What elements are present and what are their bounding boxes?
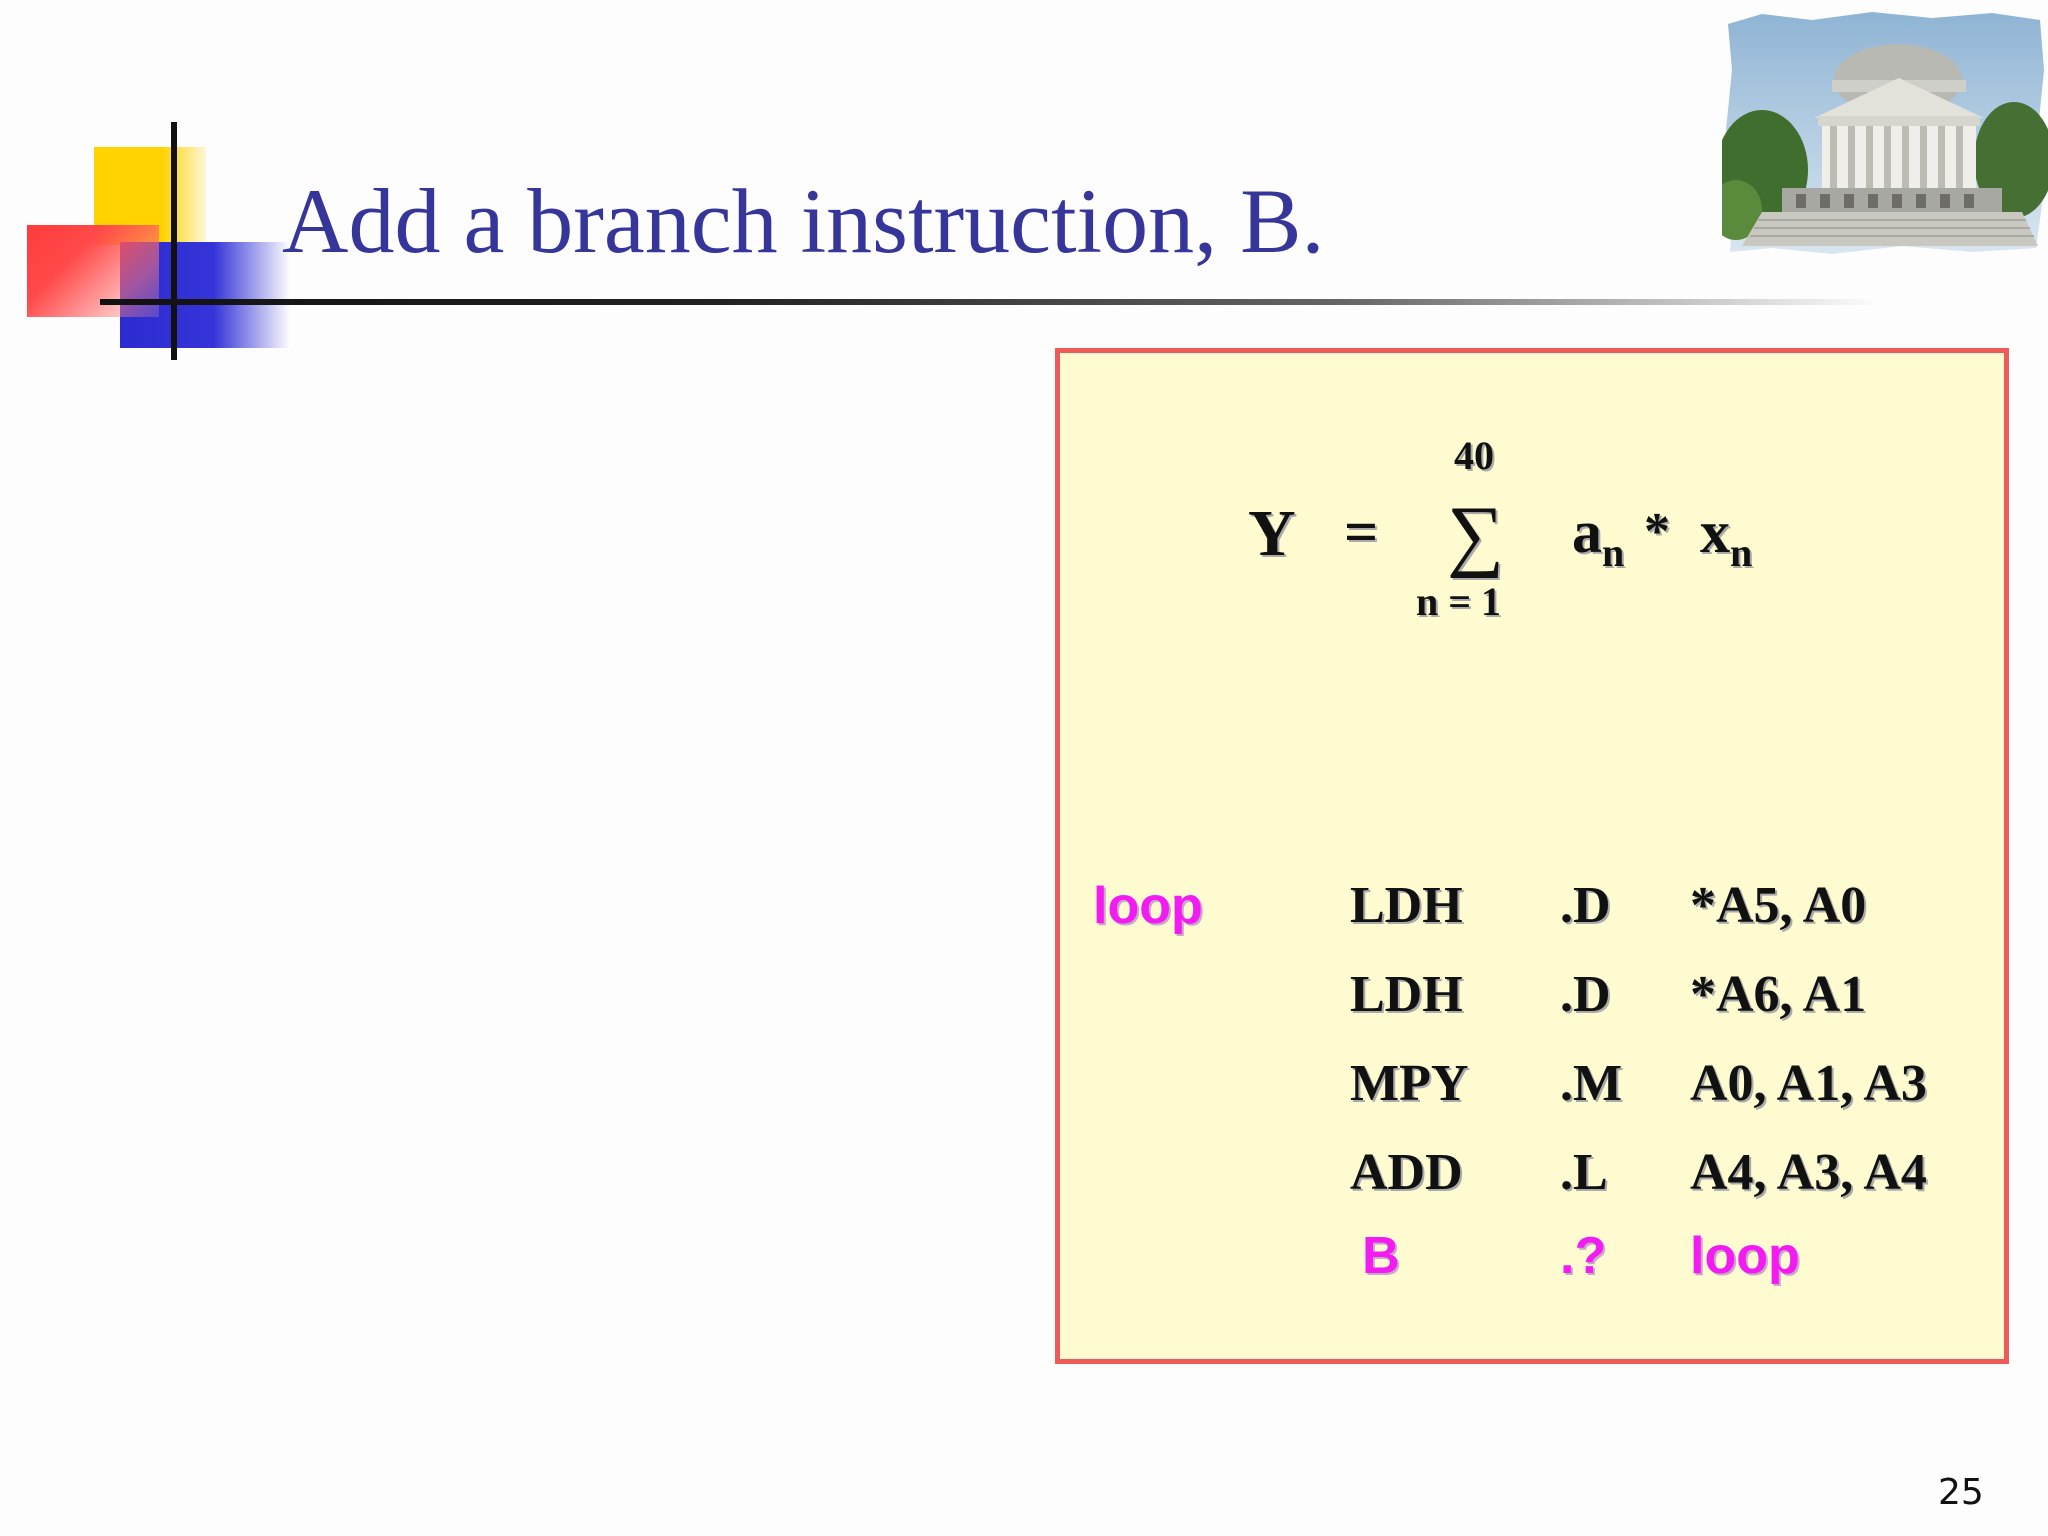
code-op: LDH	[1350, 877, 1463, 934]
code-args: *A6, A1	[1690, 966, 1867, 1023]
decor-vertical-line	[171, 122, 177, 360]
formula-lower-limit: n = 1	[1416, 579, 1502, 624]
formula-lhs: Y	[1248, 497, 1296, 570]
code-unit: .D	[1560, 877, 1611, 934]
formula-term-a: an	[1572, 498, 1624, 576]
code-args-loop: loop	[1690, 1227, 1800, 1285]
code-label-loop: loop	[1093, 877, 1203, 935]
code-args: *A5, A0	[1690, 877, 1867, 934]
code-unit: .L	[1560, 1144, 1608, 1201]
code-args: A4, A3, A4	[1690, 1144, 1927, 1201]
title-underline	[100, 299, 1880, 305]
term-x-subscript: n	[1730, 530, 1753, 575]
code-op: LDH	[1350, 966, 1463, 1023]
formula-upper-limit: 40	[1454, 433, 1494, 478]
term-a-subscript: n	[1602, 530, 1625, 575]
code-op: MPY	[1350, 1055, 1469, 1112]
term-a-base: a	[1572, 499, 1602, 565]
code-op-branch: B	[1362, 1227, 1400, 1285]
formula-equals: =	[1344, 499, 1379, 565]
sigma-symbol: ∑	[1447, 491, 1505, 579]
code-box	[1055, 348, 2009, 1364]
code-unit: .M	[1560, 1055, 1623, 1112]
slide-title: Add a branch instruction, B.	[282, 170, 1325, 272]
formula-times: *	[1644, 503, 1670, 560]
formula-term-x: xn	[1700, 498, 1752, 576]
building-image	[1722, 12, 2048, 254]
term-x-base: x	[1700, 499, 1730, 565]
code-op: ADD	[1350, 1144, 1463, 1201]
code-args: A0, A1, A3	[1690, 1055, 1927, 1112]
page-number: 25	[1938, 1472, 1984, 1513]
code-unit-unknown: .?	[1560, 1227, 1607, 1285]
code-unit: .D	[1560, 966, 1611, 1023]
